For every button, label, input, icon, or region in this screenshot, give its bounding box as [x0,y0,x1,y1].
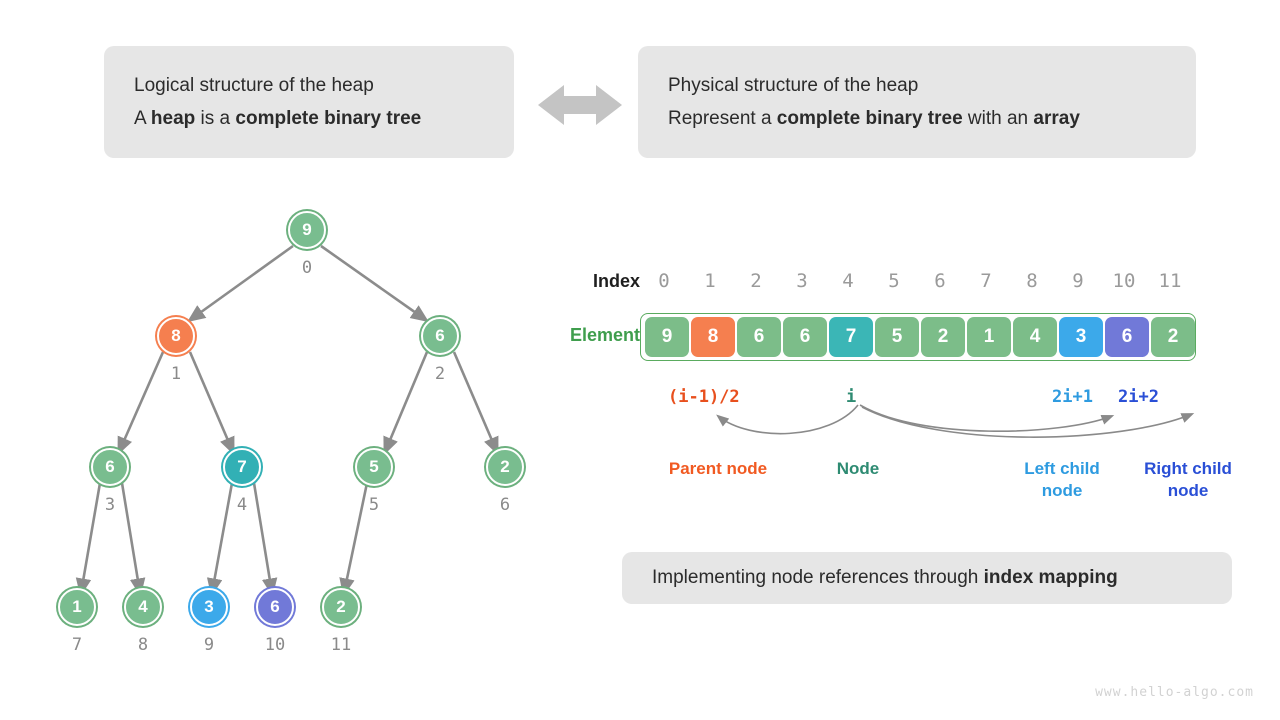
array-index-label: 3 [796,270,808,292]
array-index-label: 7 [980,270,992,292]
tree-node-value: 4 [138,597,148,616]
formula-node: i [846,387,857,407]
caption-right-line2-bold1: complete binary tree [776,107,963,129]
array-cell: 4 [1013,317,1057,357]
binary-tree-edges [75,244,499,597]
tree-node: 1 [58,588,96,626]
tree-node-value: 9 [302,220,312,239]
tree-node: 6 [256,588,294,626]
tree-node: 2 [486,448,524,486]
index-mapping-caption: Implementing node references through ind… [622,552,1232,604]
array-index-label: 2 [750,270,762,292]
role-left-child-node: Left child node [1024,459,1100,501]
tree-node: 2 [322,588,360,626]
tree-node-index-label: 4 [236,495,248,515]
tree-node-index-label: 10 [264,635,286,655]
tree-node: 9 [288,211,326,249]
tree-node-value: 2 [336,597,346,616]
array-cell: 5 [875,317,919,357]
tree-node-index-label: 8 [137,635,149,655]
role-node: Node [836,459,880,478]
caption-bottom-line: Implementing node references through ind… [652,566,1118,590]
tree-node-value: 6 [270,597,280,616]
tree-node: 5 [355,448,393,486]
array-index-label: 9 [1072,270,1084,292]
formula-parent: (i-1)/2 [668,387,740,407]
index-mapping-arrows [716,404,1195,438]
caption-left-line2-bold2: complete binary tree [235,107,422,129]
tree-node-value: 7 [237,457,247,476]
caption-right-line2-bold2: array [1033,107,1080,129]
caption-bottom-pre: Implementing node references through [652,567,984,589]
tree-node-value: 6 [105,457,115,476]
array-index-label: 11 [1158,270,1182,292]
tree-node: 8 [157,317,195,355]
caption-right-line2-mid: with an [962,107,1034,129]
role-parent-node: Parent node [668,459,768,478]
caption-left-line2-bold1: heap [150,107,196,129]
array-index-label: 4 [842,270,854,292]
watermark: www.hello-algo.com [1095,685,1254,700]
caption-left-line2-mid: is a [195,107,236,129]
tree-node-value: 3 [204,597,214,616]
physical-structure-caption: Physical structure of the heap Represent… [638,46,1196,158]
tree-node-value: 2 [500,457,510,476]
tree-node-index-label: 1 [170,364,182,384]
array-cell: 2 [1151,317,1195,357]
array-cell: 8 [691,317,735,357]
caption-right-line2-pre: Represent a [668,107,777,129]
tree-node: 7 [223,448,261,486]
tree-node-index-label: 6 [499,495,511,515]
bidirectional-arrow-icon [538,85,622,125]
tree-node-value: 6 [435,326,445,345]
tree-node-index-label: 5 [368,495,380,515]
caption-left-line2: A heap is a complete binary tree [134,107,484,131]
array-index-label: 1 [704,270,716,292]
tree-node: 6 [421,317,459,355]
caption-right-line2: Represent a complete binary tree with an… [668,107,1166,131]
element-row-label: Element [569,325,640,345]
tree-node: 6 [91,448,129,486]
array-cell: 6 [737,317,781,357]
array-cell: 7 [829,317,873,357]
tree-node-index-label: 0 [301,258,313,278]
array-cell: 3 [1059,317,1103,357]
array-index-label: 5 [888,270,900,292]
caption-bottom-bold: index mapping [983,567,1118,589]
caption-left-line2-pre: A [134,107,151,129]
tree-node-index-label: 9 [203,635,215,655]
array-index-label: 8 [1026,270,1038,292]
array-index-label: 0 [658,270,670,292]
formula-right-child: 2i+2 [1118,387,1159,407]
array-cell: 2 [921,317,965,357]
tree-node-value: 8 [171,326,181,345]
array-cell: 1 [967,317,1011,357]
tree-node: 3 [190,588,228,626]
array-index-label: 6 [934,270,946,292]
tree-node-value: 5 [369,457,379,476]
tree-node-index-label: 2 [434,364,446,384]
formula-left-child: 2i+1 [1052,387,1093,407]
role-right-child-node: Right child node [1144,459,1232,501]
caption-right-line1: Physical structure of the heap [668,74,919,96]
tree-node-value: 1 [72,597,82,616]
tree-node: 4 [124,588,162,626]
tree-node-index-label: 3 [104,495,116,515]
tree-node-index-label: 11 [330,635,352,655]
caption-left-line1: Logical structure of the heap [134,74,374,96]
array-cell: 6 [783,317,827,357]
tree-node-index-label: 7 [71,635,83,655]
array-index-label: 10 [1112,270,1136,292]
array-cell: 9 [645,317,689,357]
logical-structure-caption: Logical structure of the heap A heap is … [104,46,514,158]
array-cell: 6 [1105,317,1149,357]
index-row-label: Index [592,271,640,291]
